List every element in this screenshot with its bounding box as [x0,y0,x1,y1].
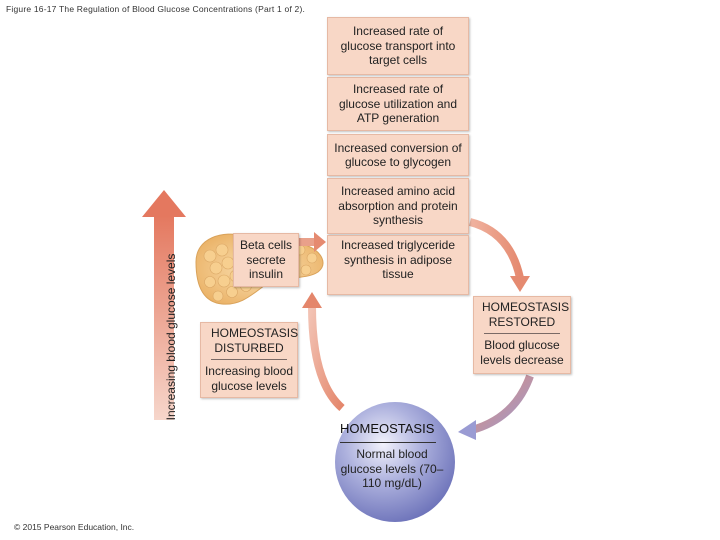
response-box: Increased rate of glucose utilization an… [327,77,469,131]
figure-caption: Figure 16-17 The Regulation of Blood Glu… [6,4,306,14]
rising-level-arrow [142,190,186,420]
homeostasis-circle [335,402,455,522]
response-box: Increased amino acid absorption and prot… [327,178,469,234]
response-text: Increased conversion of glucose to glyco… [334,140,462,170]
restored-panel: HOMEOSTASIS RESTORED Blood glucose level… [473,296,571,374]
response-text: Increased amino acid absorption and prot… [338,184,458,228]
response-text: Increased rate of glucose utilization an… [338,82,458,126]
arrow-to-homeostasis [458,374,534,440]
copyright: © 2015 Pearson Education, Inc. [14,522,135,532]
divider [211,359,287,360]
response-box: Increased triglyceride synthesis in adip… [327,235,469,295]
homeostasis-text: Normal blood glucose levels (70–110 mg/d… [340,447,444,490]
disturbed-text: Increasing blood glucose levels [204,364,294,393]
restored-text: Blood glucose levels decrease [480,338,564,367]
beta-cells-box: Beta cells secrete insulin [233,233,299,287]
response-box: Increased rate of glucose transport into… [327,17,469,75]
divider [340,442,436,443]
arrow-beta-to-responses [298,232,326,252]
arrow-to-restored [468,218,530,292]
beta-cells-text: Beta cells secrete insulin [239,238,293,282]
disturbed-title: HOMEOSTASIS DISTURBED [211,326,299,355]
homeostasis-title: HOMEOSTASIS [340,421,435,436]
response-box: Increased conversion of glucose to glyco… [327,134,469,176]
restored-title: HOMEOSTASIS RESTORED [482,300,570,329]
disturbed-panel: HOMEOSTASIS DISTURBED Increasing blood g… [200,322,298,398]
arrow-to-beta-cells [302,292,345,412]
divider [484,333,560,334]
vertical-axis-label: Increasing blood glucose levels [164,253,178,421]
response-text: Increased rate of glucose transport into… [340,24,456,68]
response-text: Increased triglyceride synthesis in adip… [340,238,456,281]
